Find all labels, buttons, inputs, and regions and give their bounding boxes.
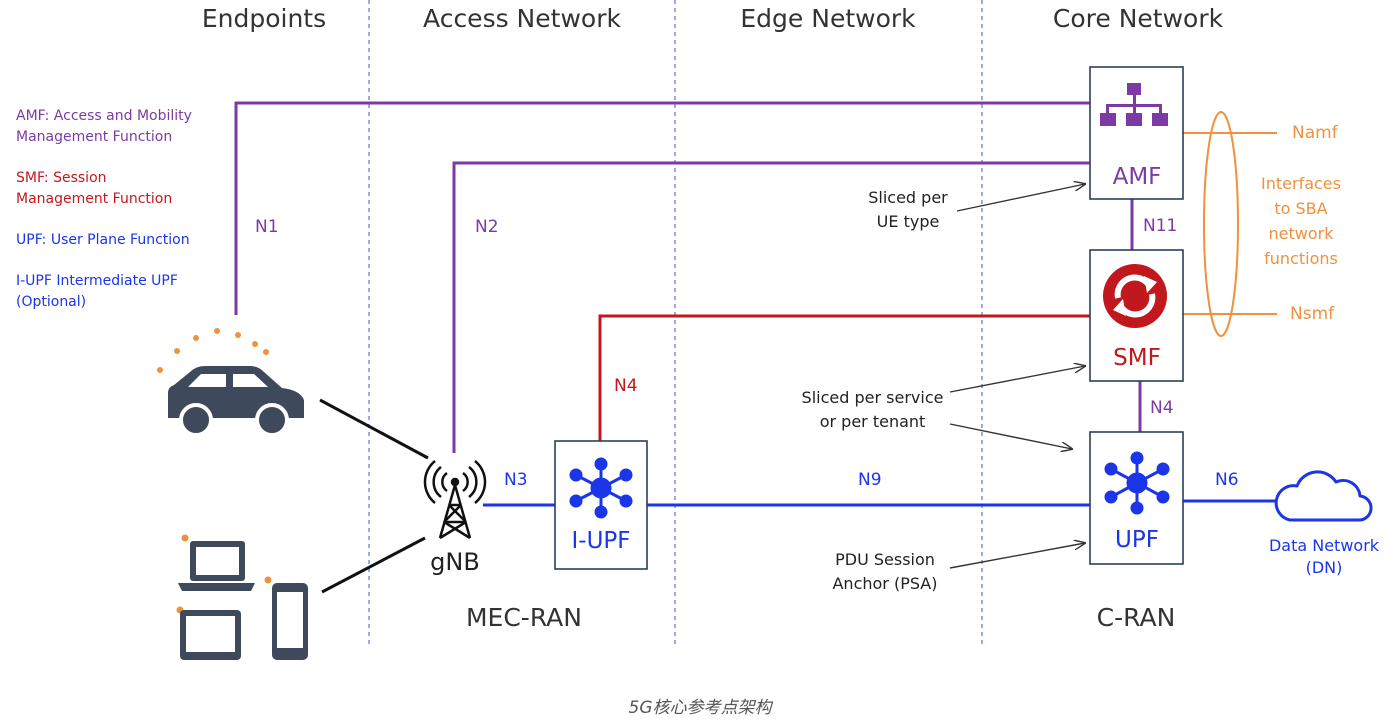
note-pdu-session-anchor: PDU Session Anchor (PSA) [815, 548, 955, 596]
note-sliced-per-service-line2: or per tenant [819, 412, 926, 431]
sba-line4: functions [1264, 249, 1338, 268]
legend-amf-line2: Management Function [16, 129, 173, 145]
amf-box[interactable] [1089, 66, 1184, 200]
data-network-line2: (DN) [1305, 558, 1343, 577]
arrow-sliced-ue [956, 184, 1085, 212]
hub-node-icon [569, 457, 633, 519]
column-title-access-network: Access Network [423, 4, 621, 33]
car-icon[interactable] [157, 328, 304, 437]
sba-line3: network [1268, 224, 1334, 243]
arrow-pdu [949, 543, 1085, 569]
legend-smf: SMF: Session Management Function [16, 168, 172, 210]
interface-label-n3: N3 [504, 470, 528, 490]
smf-label: SMF [1113, 345, 1161, 371]
signal-dots [157, 328, 269, 373]
phone-icon[interactable] [264, 576, 309, 661]
sba-interfaces [1183, 111, 1277, 337]
legend-iupf: I-UPF Intermediate UPF (Optional) [16, 271, 178, 313]
site-label-c-ran: C-RAN [1096, 603, 1176, 632]
smf-box[interactable] [1089, 249, 1184, 382]
legend-upf: UPF: User Plane Function [16, 230, 190, 251]
interface-label-n6: N6 [1215, 470, 1239, 490]
antenna-tower-icon[interactable] [423, 460, 487, 540]
user-plane-links [483, 499, 1285, 507]
note-sliced-per-service: Sliced per service or per tenant [790, 386, 955, 434]
amf-label: AMF [1112, 164, 1162, 190]
iupf-label: I-UPF [571, 528, 631, 554]
upf-box[interactable] [1089, 431, 1184, 565]
column-title-edge-network: Edge Network [740, 4, 916, 33]
column-title-core-network: Core Network [1052, 4, 1224, 33]
tablet-icon[interactable] [176, 606, 242, 661]
refresh-cycle-icon [1103, 264, 1167, 328]
gnb-label: gNB [430, 548, 480, 576]
note-sliced-per-ue-line2: UE type [876, 212, 940, 231]
cloud-icon[interactable] [1274, 470, 1373, 522]
note-sliced-per-ue-line1: Sliced per [868, 188, 948, 207]
interface-label-n1: N1 [255, 217, 279, 237]
annotation-arrows [949, 184, 1085, 569]
hierarchy-icon [1100, 83, 1168, 126]
n2-line [452, 161, 1090, 453]
interface-label-n2: N2 [475, 217, 499, 237]
column-dividers [368, 0, 983, 648]
legend-iupf-line2: (Optional) [16, 294, 87, 310]
n1-line [234, 101, 1090, 315]
interface-label-n11: N11 [1143, 216, 1178, 236]
hub-node-icon [1104, 451, 1170, 515]
arrow-sliced-service-smf [949, 366, 1085, 393]
legend-amf: AMF: Access and Mobility Management Func… [16, 106, 192, 148]
radio-links [319, 398, 429, 594]
car-radio-link [319, 398, 429, 460]
data-network-label: Data Network (DN) [1254, 535, 1394, 579]
sba-interfaces-label: Interfaces to SBA network functions [1246, 171, 1356, 271]
legend-amf-line1: AMF: Access and Mobility [16, 108, 192, 124]
note-pdu-line2: Anchor (PSA) [832, 574, 938, 593]
iupf-box[interactable] [554, 440, 648, 570]
note-pdu-line1: PDU Session [835, 550, 935, 569]
interface-label-n9: N9 [858, 470, 882, 490]
column-title-endpoints: Endpoints [201, 4, 327, 33]
figure-caption: 5G核心参考点架构 [628, 698, 772, 718]
laptop-icon[interactable] [178, 534, 255, 592]
interface-label-nsmf: Nsmf [1290, 304, 1335, 324]
sba-line1: Interfaces [1261, 174, 1341, 193]
legend-iupf-line1: I-UPF Intermediate UPF [16, 273, 178, 289]
data-network-line1: Data Network [1268, 536, 1380, 555]
arrow-sliced-service-upf [949, 423, 1072, 449]
upf-label: UPF [1115, 527, 1159, 553]
note-sliced-per-ue: Sliced per UE type [848, 186, 968, 234]
sba-line2: to SBA [1274, 199, 1328, 218]
interface-label-n4-edge: N4 [614, 376, 638, 396]
site-label-mec-ran: MEC-RAN [465, 603, 582, 632]
amf-links [234, 101, 1142, 453]
n4-line [598, 314, 1090, 441]
sba-ellipse [1203, 111, 1239, 337]
note-sliced-per-service-line1: Sliced per service [801, 388, 944, 407]
legend-upf-line1: UPF: User Plane Function [16, 232, 190, 248]
legend-smf-line1: SMF: Session [16, 170, 107, 186]
interface-label-n4-core: N4 [1150, 398, 1174, 418]
interface-label-namf: Namf [1292, 123, 1338, 143]
device-radio-link [321, 536, 426, 594]
legend-smf-line2: Management Function [16, 191, 173, 207]
